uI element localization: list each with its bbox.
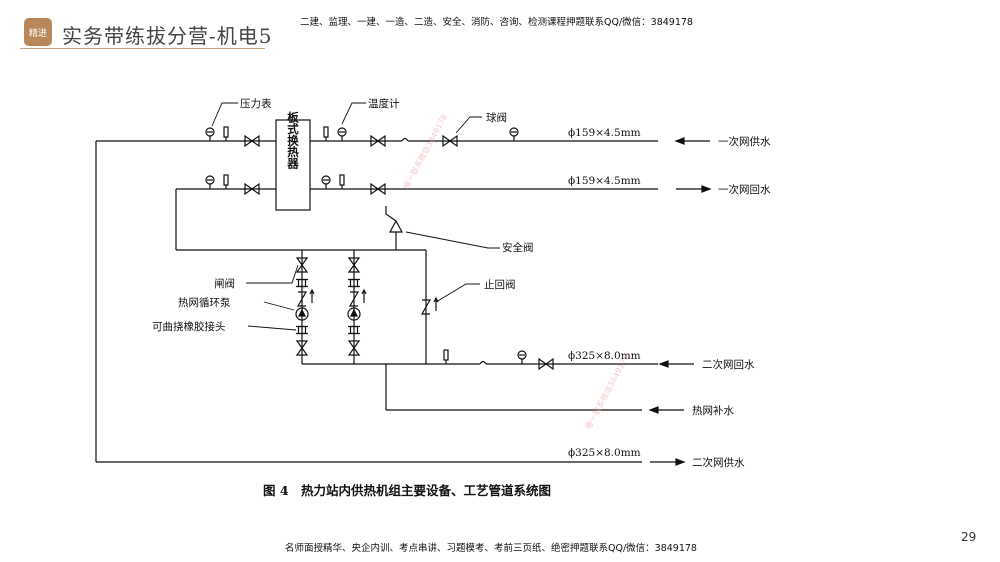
flow-arrow-left [675, 137, 711, 145]
secondary-supply-label: 二次网供水 [692, 456, 745, 469]
flow-arrow-right [675, 185, 711, 193]
circ-pump-label: 热网循环泵 [178, 296, 231, 309]
flex-joint-label: 可曲挠橡胶接头 [152, 320, 226, 333]
check-valve-icon [297, 289, 315, 307]
primary-supply-spec: ϕ159×4.5mm [568, 127, 641, 139]
page-number: 29 [961, 530, 977, 544]
ball-valve-label: 球阀 [486, 111, 507, 124]
secondary-return-spec: ϕ325×8.0mm [568, 350, 641, 362]
check-valve-icon [349, 289, 367, 307]
primary-return-label: 一次网回水 [718, 183, 771, 196]
primary-return-spec: ϕ159×4.5mm [568, 175, 641, 187]
flow-arrow-left [649, 406, 685, 414]
brand-underline [20, 48, 265, 49]
thermometer-icon [323, 126, 329, 142]
logo: 精进 [24, 18, 52, 46]
pressure-gauge-icon [517, 350, 527, 365]
thermometer-label: 温度计 [368, 97, 400, 110]
thermometer-icon [223, 174, 229, 190]
top-banner: 二建、监理、一建、一造、二造、安全、消防、咨询、检测课程押题联系QQ/微信：38… [300, 17, 693, 28]
gate-valve-label: 闸阀 [214, 277, 235, 290]
primary-supply-label: 一次网供水 [718, 135, 771, 148]
pressure-gauge-icon [509, 127, 519, 142]
leader-lines [211, 102, 500, 331]
exchanger-label: 板式换热器 [286, 110, 300, 169]
secondary-return-pipe [302, 360, 658, 365]
brand-title: 实务带练拔分营-机电5 [62, 24, 273, 48]
thermometer-icon [443, 349, 449, 365]
bottom-banner: 名师面授精华、央企内训、考点串讲、习题模考、考前三页纸、绝密押题联系QQ/微信：… [285, 543, 697, 554]
pressure-gauge-label: 压力表 [240, 97, 272, 110]
flow-arrow-left [659, 360, 695, 368]
thermometer-icon [223, 126, 229, 142]
watermark: 唯一联系微信3849178 [401, 112, 449, 191]
thermometer-icon [339, 174, 345, 190]
secondary-return-label: 二次网回水 [702, 358, 755, 371]
safety-valve-label: 安全阀 [502, 241, 534, 254]
flow-arrow-right [649, 458, 685, 466]
pressure-gauge-icon [205, 127, 215, 142]
pressure-gauge-icon [321, 175, 331, 190]
plate-heat-exchanger [275, 119, 311, 211]
safety-valve-icon [385, 206, 404, 233]
pressure-gauge-icon [205, 175, 215, 190]
diagram-caption: 图 4 热力站内供热机组主要设备、工艺管道系统图 [263, 483, 551, 498]
pressure-gauge-icon [337, 127, 347, 142]
check-valve-icon [421, 297, 439, 315]
makeup-label: 热网补水 [692, 404, 734, 417]
secondary-supply-spec: ϕ325×8.0mm [568, 447, 641, 459]
check-valve-label: 止回阀 [484, 278, 516, 291]
